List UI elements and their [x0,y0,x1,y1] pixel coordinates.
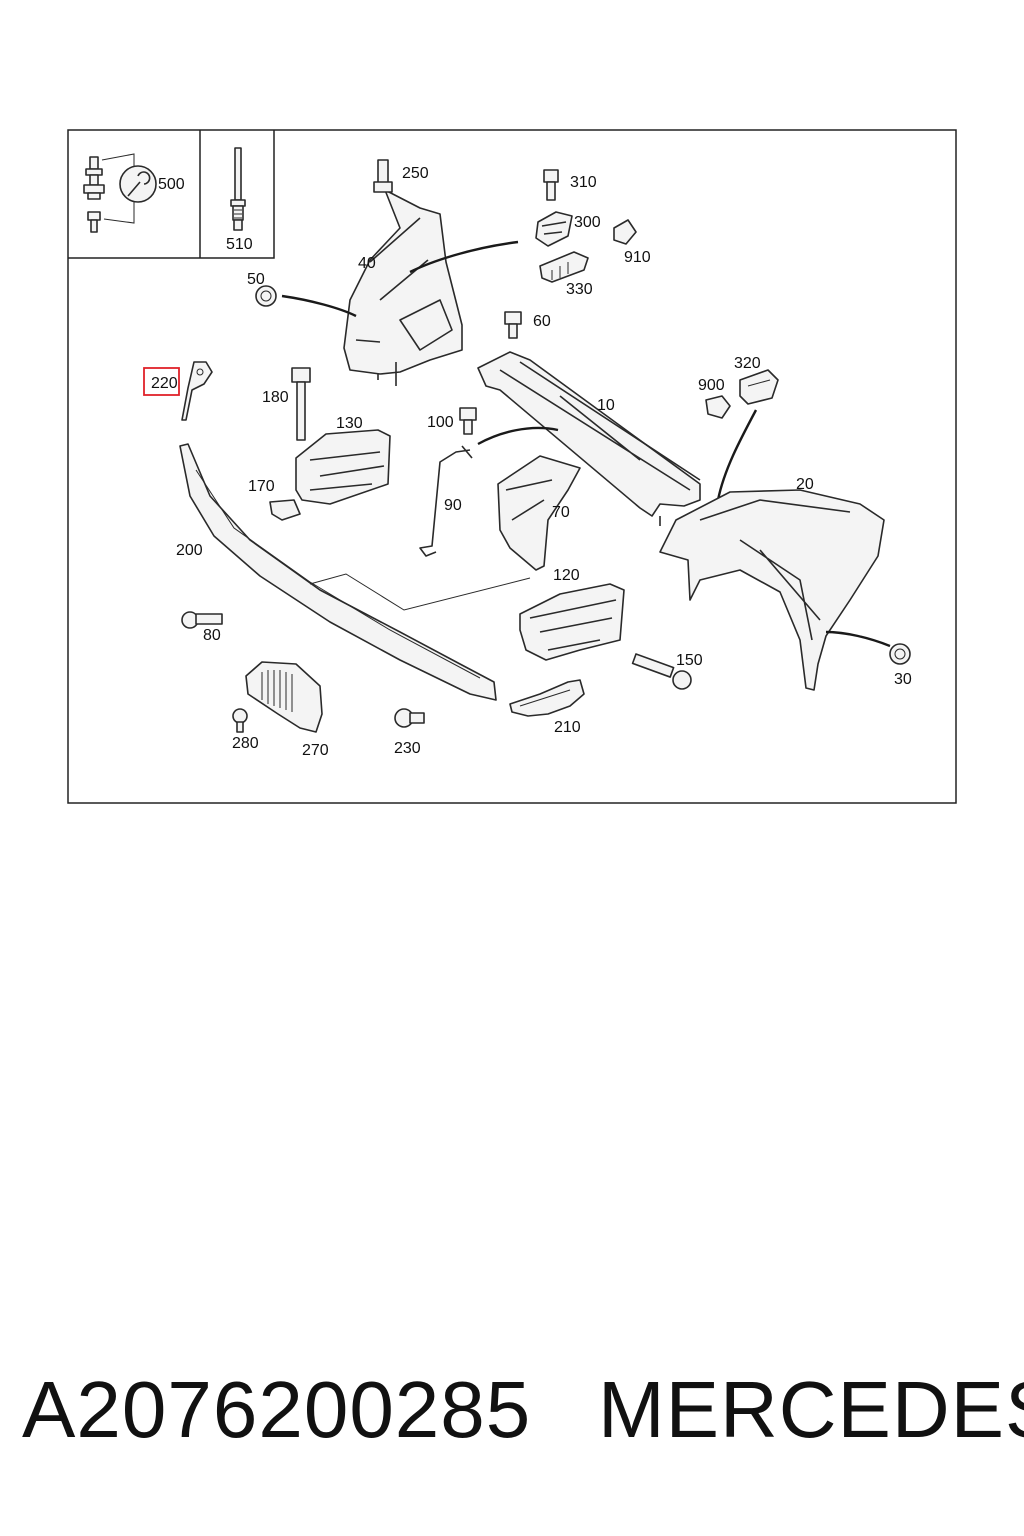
part-180-bolt [291,367,311,441]
part-300-clip [535,211,573,247]
part-170-clip [269,499,301,521]
callout-30: 30 [894,671,912,688]
part-70-bracket [497,455,581,571]
part-150-bolt [631,653,692,690]
callout-70: 70 [552,504,570,521]
part-80-bolt [181,611,223,629]
leader-320-20 [716,409,758,501]
part-510-bolt [230,147,246,231]
callout-280: 280 [232,735,259,752]
part-330-clip [539,251,589,283]
part-320-clip [739,369,779,405]
part-40-bracket [343,159,463,386]
callout-510: 510 [226,236,253,253]
callout-170: 170 [248,478,275,495]
brand-name: MERCEDES [598,1365,1024,1454]
callout-90: 90 [444,497,462,514]
callout-200: 200 [176,542,203,559]
callout-310: 310 [570,174,597,191]
callout-20: 20 [796,476,814,493]
callout-230: 230 [394,740,421,757]
leader-120-200 [309,573,531,611]
part-280-screw [232,708,248,733]
callout-500: 500 [158,176,185,193]
callout-50: 50 [247,271,265,288]
part-120-bracket [519,583,625,661]
diagram-frame [67,129,957,804]
callout-320: 320 [734,355,761,372]
part-270-guide [245,661,323,733]
part-100-bolt [459,407,477,435]
callout-250: 250 [402,165,429,182]
part-210-bracket [509,679,585,717]
callout-330: 330 [566,281,593,298]
callout-910: 910 [624,249,651,266]
callout-10: 10 [597,397,615,414]
callout-60: 60 [533,313,551,330]
callout-210: 210 [554,719,581,736]
part-910-tab [613,219,637,245]
part-130-bracket [295,429,391,505]
inset-frame [68,130,275,259]
callout-120: 120 [553,567,580,584]
callout-300: 300 [574,214,601,231]
part-200-beam [179,443,497,701]
part-20-sidemember [659,489,885,691]
callout-270: 270 [302,742,329,759]
part-220-bracket [181,361,213,421]
part-60-bolt [504,311,522,339]
callout-900: 900 [698,377,725,394]
highlight-box-220 [143,367,180,396]
callout-180: 180 [262,389,289,406]
part-900-tab [705,395,731,419]
callout-80: 80 [203,627,221,644]
callout-220: 220 [151,375,178,392]
leader-90-70 [477,426,559,446]
leader-50-40 [281,294,357,318]
callout-130: 130 [336,415,363,432]
part-500-bolts [83,153,157,233]
part-number: A2076200285 [22,1365,532,1454]
part-10-crossmember [477,351,701,526]
part-310-bolt [543,169,559,201]
leader-300-40 [409,240,519,274]
part-30-nut [889,643,911,665]
leader-30-20 [825,630,891,648]
part-230-bolt [394,708,425,728]
callout-40: 40 [358,255,376,272]
part-50-nut [255,285,277,307]
callout-100: 100 [427,414,454,431]
callout-150: 150 [676,652,703,669]
part-90-rod [419,445,473,557]
